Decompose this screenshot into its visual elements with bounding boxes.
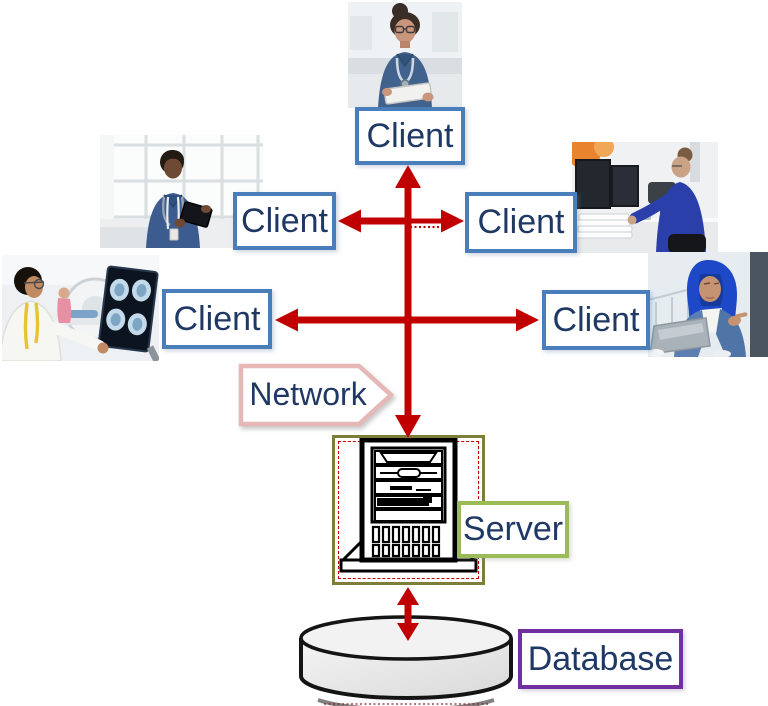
server-label: Server <box>462 510 564 548</box>
arrowhead-left-lower <box>275 308 298 332</box>
photo-doctor-brain-scans-art <box>2 255 159 361</box>
arrow-upper-horizontal-right <box>408 218 448 224</box>
client-upper-left-label: Client <box>241 201 328 240</box>
client-top-label: Client <box>366 116 454 155</box>
photo-doctor-brain-scans <box>2 255 159 361</box>
client-box-upper-right: Client <box>465 192 577 253</box>
server-label-box: Server <box>457 501 569 558</box>
client-lower-right-label: Client <box>552 300 640 339</box>
arrowhead-up-to-top-client <box>395 165 421 188</box>
photo-nurse-tablet-top-art <box>348 2 462 108</box>
arrow-upper-horizontal-left <box>352 217 408 225</box>
arrow-server-db-line <box>404 601 412 627</box>
photo-nurse-tablet-top <box>348 2 462 108</box>
client-box-lower-left: Client <box>162 289 272 349</box>
arrowhead-down-to-server <box>395 415 421 438</box>
server-container-box <box>332 435 485 585</box>
photo-woman-desk-monitors-art <box>572 142 718 253</box>
arrow-lower-horizontal <box>290 316 524 324</box>
photo-woman-desk-monitors <box>572 142 718 253</box>
arrowhead-left-upper <box>338 209 361 233</box>
arrowhead-right-lower <box>516 308 539 332</box>
arrow-vertical-line <box>404 184 412 420</box>
server-tower-icon <box>339 438 478 573</box>
client-lower-left-label: Client <box>173 299 261 338</box>
database-cylinder <box>299 615 513 706</box>
network-label: Network <box>249 375 367 412</box>
client-box-upper-left: Client <box>233 192 336 250</box>
arrowhead-right-upper <box>441 209 464 233</box>
client-box-top: Client <box>355 107 465 165</box>
network-signpost-shape <box>238 363 395 427</box>
database-label-box: Database <box>518 629 683 689</box>
client-box-lower-right: Client <box>542 290 650 350</box>
arrowhead-up-to-server <box>397 587 419 605</box>
photo-woman-hijab-laptop <box>648 252 768 357</box>
photo-woman-hijab-laptop-art <box>648 252 768 357</box>
arrowhead-down-to-database <box>397 623 419 641</box>
database-label: Database <box>527 639 674 678</box>
client-upper-right-label: Client <box>477 203 565 241</box>
